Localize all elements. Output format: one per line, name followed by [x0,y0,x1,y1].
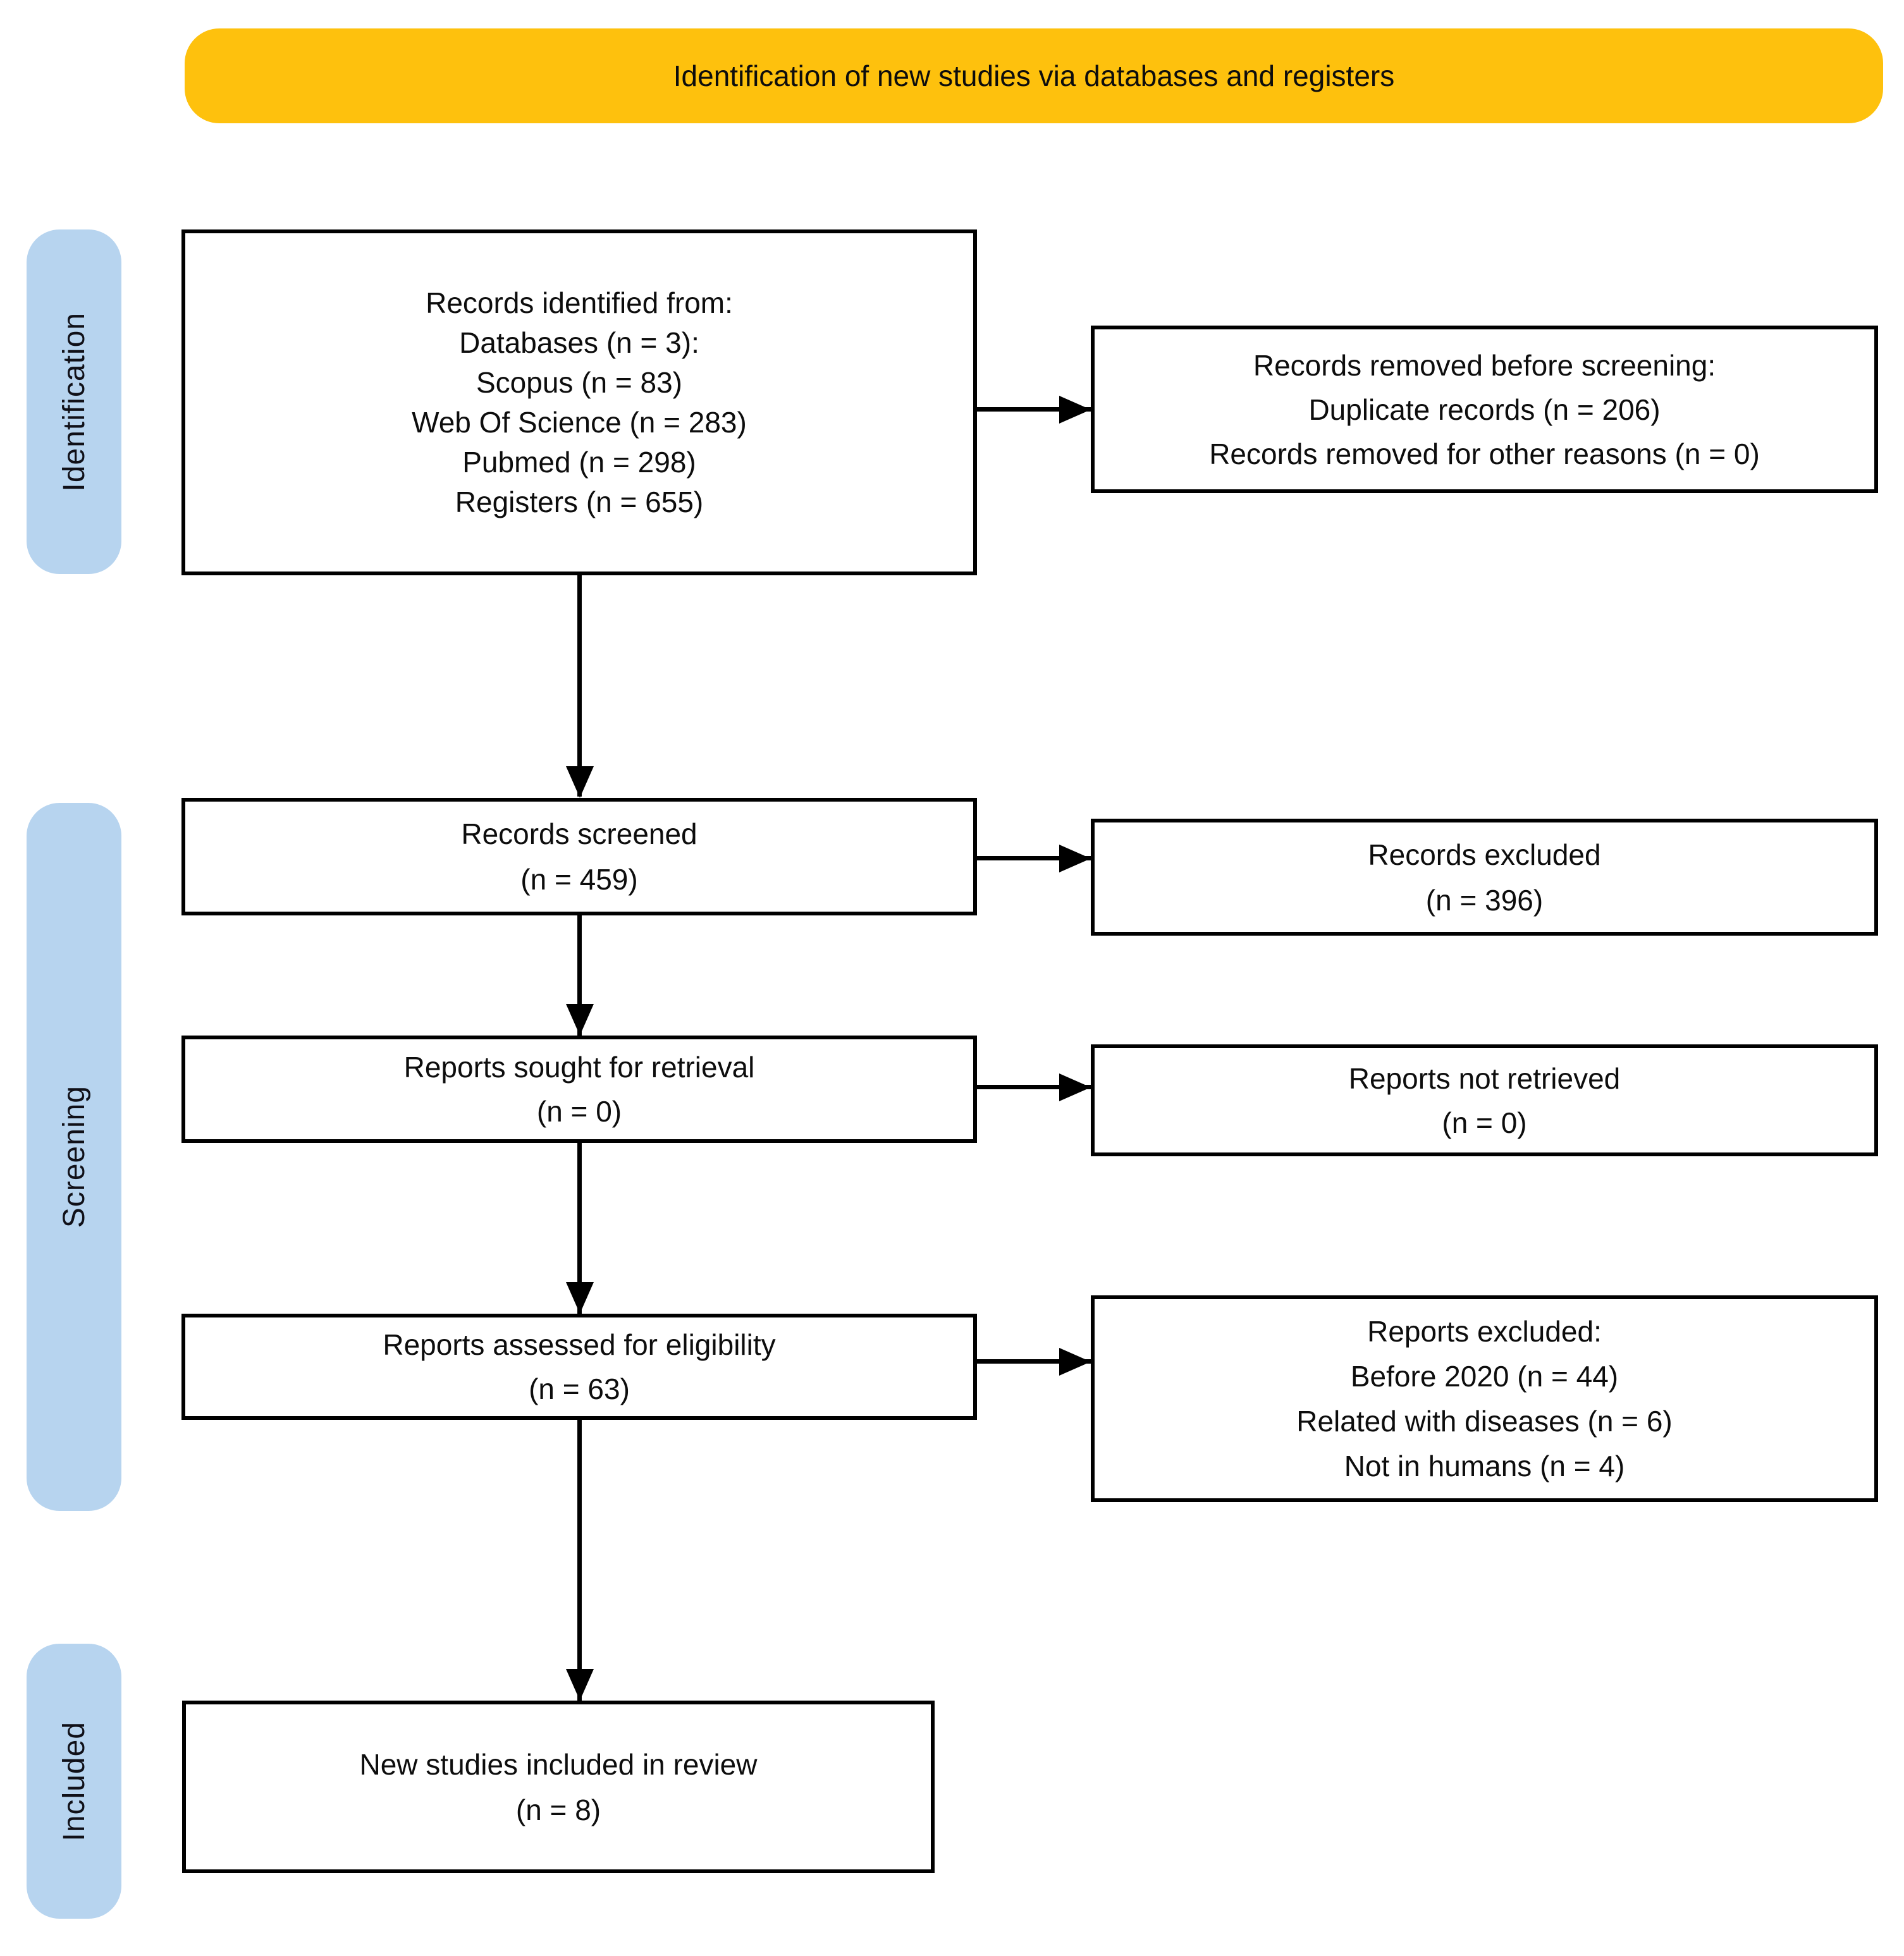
box-line: Records screened [461,817,697,850]
box-records-screened: Records screened (n = 459) [181,798,977,915]
box-line: Duplicate records (n = 206) [1308,393,1661,426]
box-reports-excluded: Reports excluded: Before 2020 (n = 44) R… [1091,1295,1878,1502]
box-line: Databases (n = 3): [459,326,699,359]
box-line: Related with diseases (n = 6) [1296,1404,1673,1438]
box-line: Records identified from: [426,286,733,319]
arrow-head-icon [566,766,594,798]
arrow-head-icon [1059,1348,1091,1376]
box-line: Reports assessed for eligibility [383,1328,776,1361]
box-line: Scopus (n = 83) [476,365,683,399]
box-line: Reports excluded: [1367,1314,1602,1348]
stage-label-included: Included [27,1644,121,1919]
arrow-head-icon [1059,1073,1091,1101]
arrow-head-icon [566,1004,594,1036]
box-records-excluded: Records excluded (n = 396) [1091,819,1878,936]
arrow-shaft [977,1359,1091,1364]
box-line: (n = 63) [529,1372,630,1405]
box-line: Web Of Science (n = 283) [412,405,747,439]
arrow-head-icon [1059,845,1091,872]
box-reports-not-retrieved: Reports not retrieved (n = 0) [1091,1044,1878,1156]
box-line: (n = 0) [1442,1106,1527,1139]
box-line: Pubmed (n = 298) [462,445,696,479]
stage-label-identification-text: Identification [57,312,91,492]
box-reports-assessed: Reports assessed for eligibility (n = 63… [181,1314,977,1420]
box-line: (n = 8) [515,1793,601,1826]
box-line: New studies included in review [359,1747,758,1781]
box-line: Reports sought for retrieval [403,1051,755,1084]
arrow-shaft [977,856,1091,860]
arrow-shaft [577,915,582,1036]
stage-label-screening-text: Screening [57,1085,91,1228]
stage-label-included-text: Included [57,1721,91,1842]
arrow-shaft [977,1085,1091,1089]
box-line: Reports not retrieved [1348,1061,1621,1095]
box-line: (n = 0) [536,1095,622,1128]
arrow-shaft [577,1143,582,1314]
arrow-head-icon [1059,396,1091,424]
stage-label-screening: Screening [27,803,121,1511]
box-line: Not in humans (n = 4) [1344,1449,1625,1482]
arrow-head-icon [566,1282,594,1314]
arrow-shaft [577,1420,582,1701]
arrow-shaft [977,407,1091,412]
arrow-shaft [577,574,582,797]
box-line: Registers (n = 655) [455,485,704,518]
box-line: Records excluded [1368,838,1601,871]
box-line: (n = 396) [1425,883,1544,917]
box-reports-sought: Reports sought for retrieval (n = 0) [181,1036,977,1143]
stage-label-identification: Identification [27,229,121,574]
box-records-identified: Records identified from: Databases (n = … [181,229,977,575]
box-line: Records removed before screening: [1253,348,1716,382]
box-line: (n = 459) [520,863,638,896]
box-records-removed: Records removed before screening: Duplic… [1091,326,1878,493]
box-line: Before 2020 (n = 44) [1350,1359,1619,1393]
banner-title: Identification of new studies via databa… [185,28,1883,123]
arrow-head-icon [566,1669,594,1701]
box-new-studies-included: New studies included in review (n = 8) [182,1701,935,1873]
box-line: Records removed for other reasons (n = 0… [1209,437,1760,470]
